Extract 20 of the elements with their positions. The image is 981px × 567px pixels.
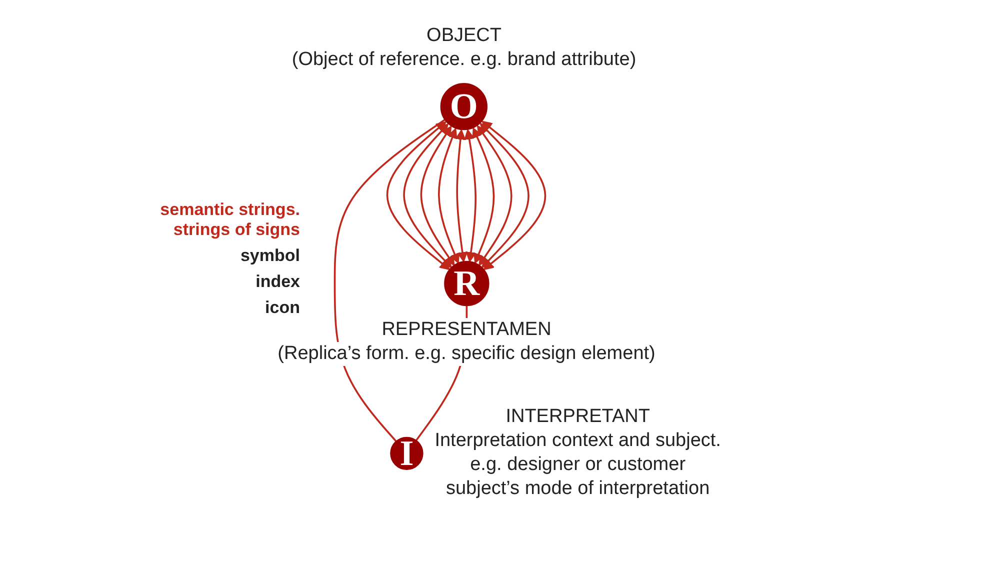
node-circle: R	[444, 260, 490, 306]
heading-text: REPRESENTAMEN	[382, 318, 552, 342]
arrow	[464, 129, 476, 262]
sign-type-label: index	[256, 272, 300, 292]
description-text: (Replica’s form. e.g. specific design element)	[278, 342, 656, 366]
sign-type-label: symbol	[240, 246, 300, 266]
arrow	[403, 123, 452, 268]
arrow	[438, 128, 460, 264]
arrow	[476, 125, 512, 266]
arrow	[472, 128, 495, 264]
arrow	[482, 120, 546, 270]
node-circle: I	[390, 436, 424, 470]
arrow	[386, 121, 450, 270]
arrow	[480, 122, 530, 268]
node-circle: O	[440, 82, 488, 130]
annotation-text: semantic strings. strings of signs	[159, 200, 300, 240]
arrow	[420, 126, 455, 266]
sign-type-label: icon	[265, 298, 300, 318]
connector	[334, 118, 446, 442]
arrow	[455, 129, 468, 262]
